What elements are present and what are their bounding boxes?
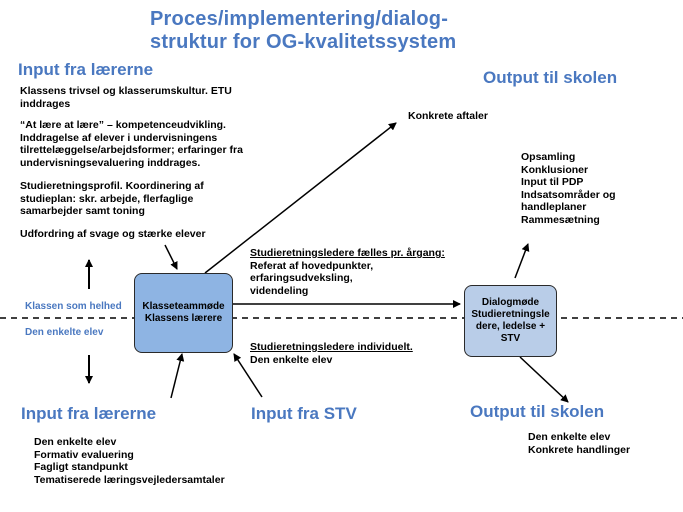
arrow-dialog-to-output-bottom xyxy=(519,356,569,403)
input-top-paragraph-2: “At lære at lære” – kompetenceudvikling.… xyxy=(20,119,243,169)
arrow-input-bottom-to-meeting xyxy=(170,353,185,399)
input-top-paragraph-4: Udfordring af svage og stærke elever xyxy=(20,228,206,240)
individual-leaders-block: Studieretningsledere individuelt. Den en… xyxy=(250,341,413,366)
level-label-student: Den enkelte elev xyxy=(25,327,104,338)
input-top-paragraph-3: Studieretningsprofil. Koordinering af st… xyxy=(20,180,204,217)
joint-leaders-heading: Studieretningsledere fælles pr. årgang: xyxy=(250,247,445,259)
arrow-stv-to-meeting xyxy=(233,353,263,398)
level-label-class: Klassen som helhed xyxy=(25,301,122,312)
output-top-heading: Output til skolen xyxy=(483,68,618,87)
arrow-meeting-to-agreements xyxy=(204,122,397,274)
dialog-meeting-box: Dialogmøde Studieretningsle dere, ledels… xyxy=(464,285,557,357)
arrow-input-top-to-meeting xyxy=(164,244,178,270)
individual-leaders-heading: Studieretningsledere individuelt. xyxy=(250,341,413,353)
input-stv-heading: Input fra STV xyxy=(251,404,357,423)
output-top-list: Opsamling Konklusioner Input til PDP Ind… xyxy=(521,151,616,226)
output-bottom-heading: Output til skolen xyxy=(470,402,605,421)
title-line-2: struktur for OG-kvalitetssystem xyxy=(150,31,457,53)
concrete-agreements-label: Konkrete aftaler xyxy=(408,110,488,122)
page-title: Proces/implementering/dialog- struktur f… xyxy=(150,8,550,54)
input-bottom-heading: Input fra lærerne xyxy=(21,404,157,423)
input-bottom-list: Den enkelte elev Formativ evaluering Fag… xyxy=(34,436,225,486)
title-line-1: Proces/implementering/dialog- xyxy=(150,8,449,30)
joint-leaders-block: Studieretningsledere fælles pr. årgang: … xyxy=(250,247,445,297)
input-top-paragraph-1: Klassens trivsel og klasserumskultur. ET… xyxy=(20,85,232,110)
output-bottom-list: Den enkelte elev Konkrete handlinger xyxy=(528,431,631,456)
team-meeting-box: Klasseteammøde Klassens lærere xyxy=(134,273,233,353)
arrow-dialog-to-output-top xyxy=(514,243,530,279)
input-top-heading: Input fra lærerne xyxy=(18,60,154,79)
